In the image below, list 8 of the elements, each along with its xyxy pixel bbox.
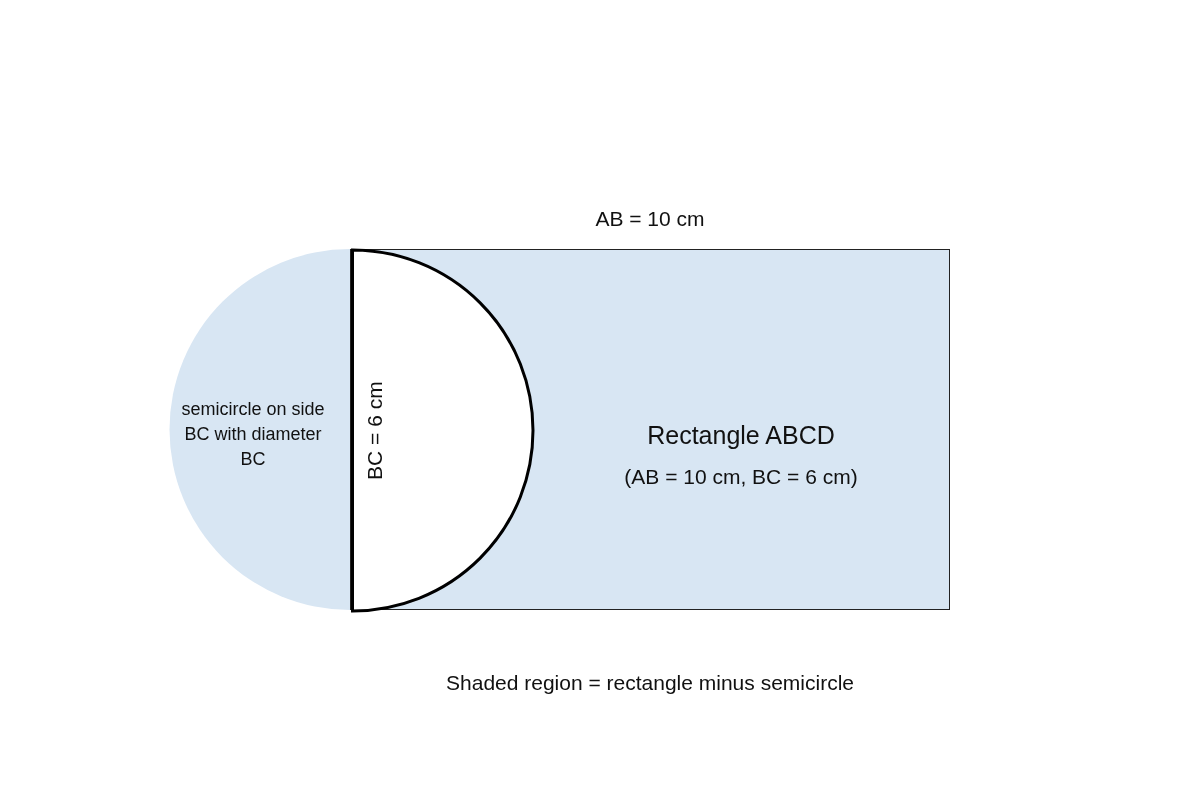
shape-label: Rectangle ABCD (646, 420, 836, 451)
shaded-semicircle (170, 249, 350, 610)
dimension-label: (AB = 10 cm, BC = 6 cm) (623, 464, 859, 490)
semicircle (351, 250, 533, 611)
shape-label: semicircle on side BC with diameter BC (180, 398, 326, 472)
dimension-label: BC = 6 cm (361, 380, 387, 480)
caption: Shaded region = rectangle minus semicircle (445, 670, 855, 696)
dimension-label: AB = 10 cm (594, 206, 706, 232)
